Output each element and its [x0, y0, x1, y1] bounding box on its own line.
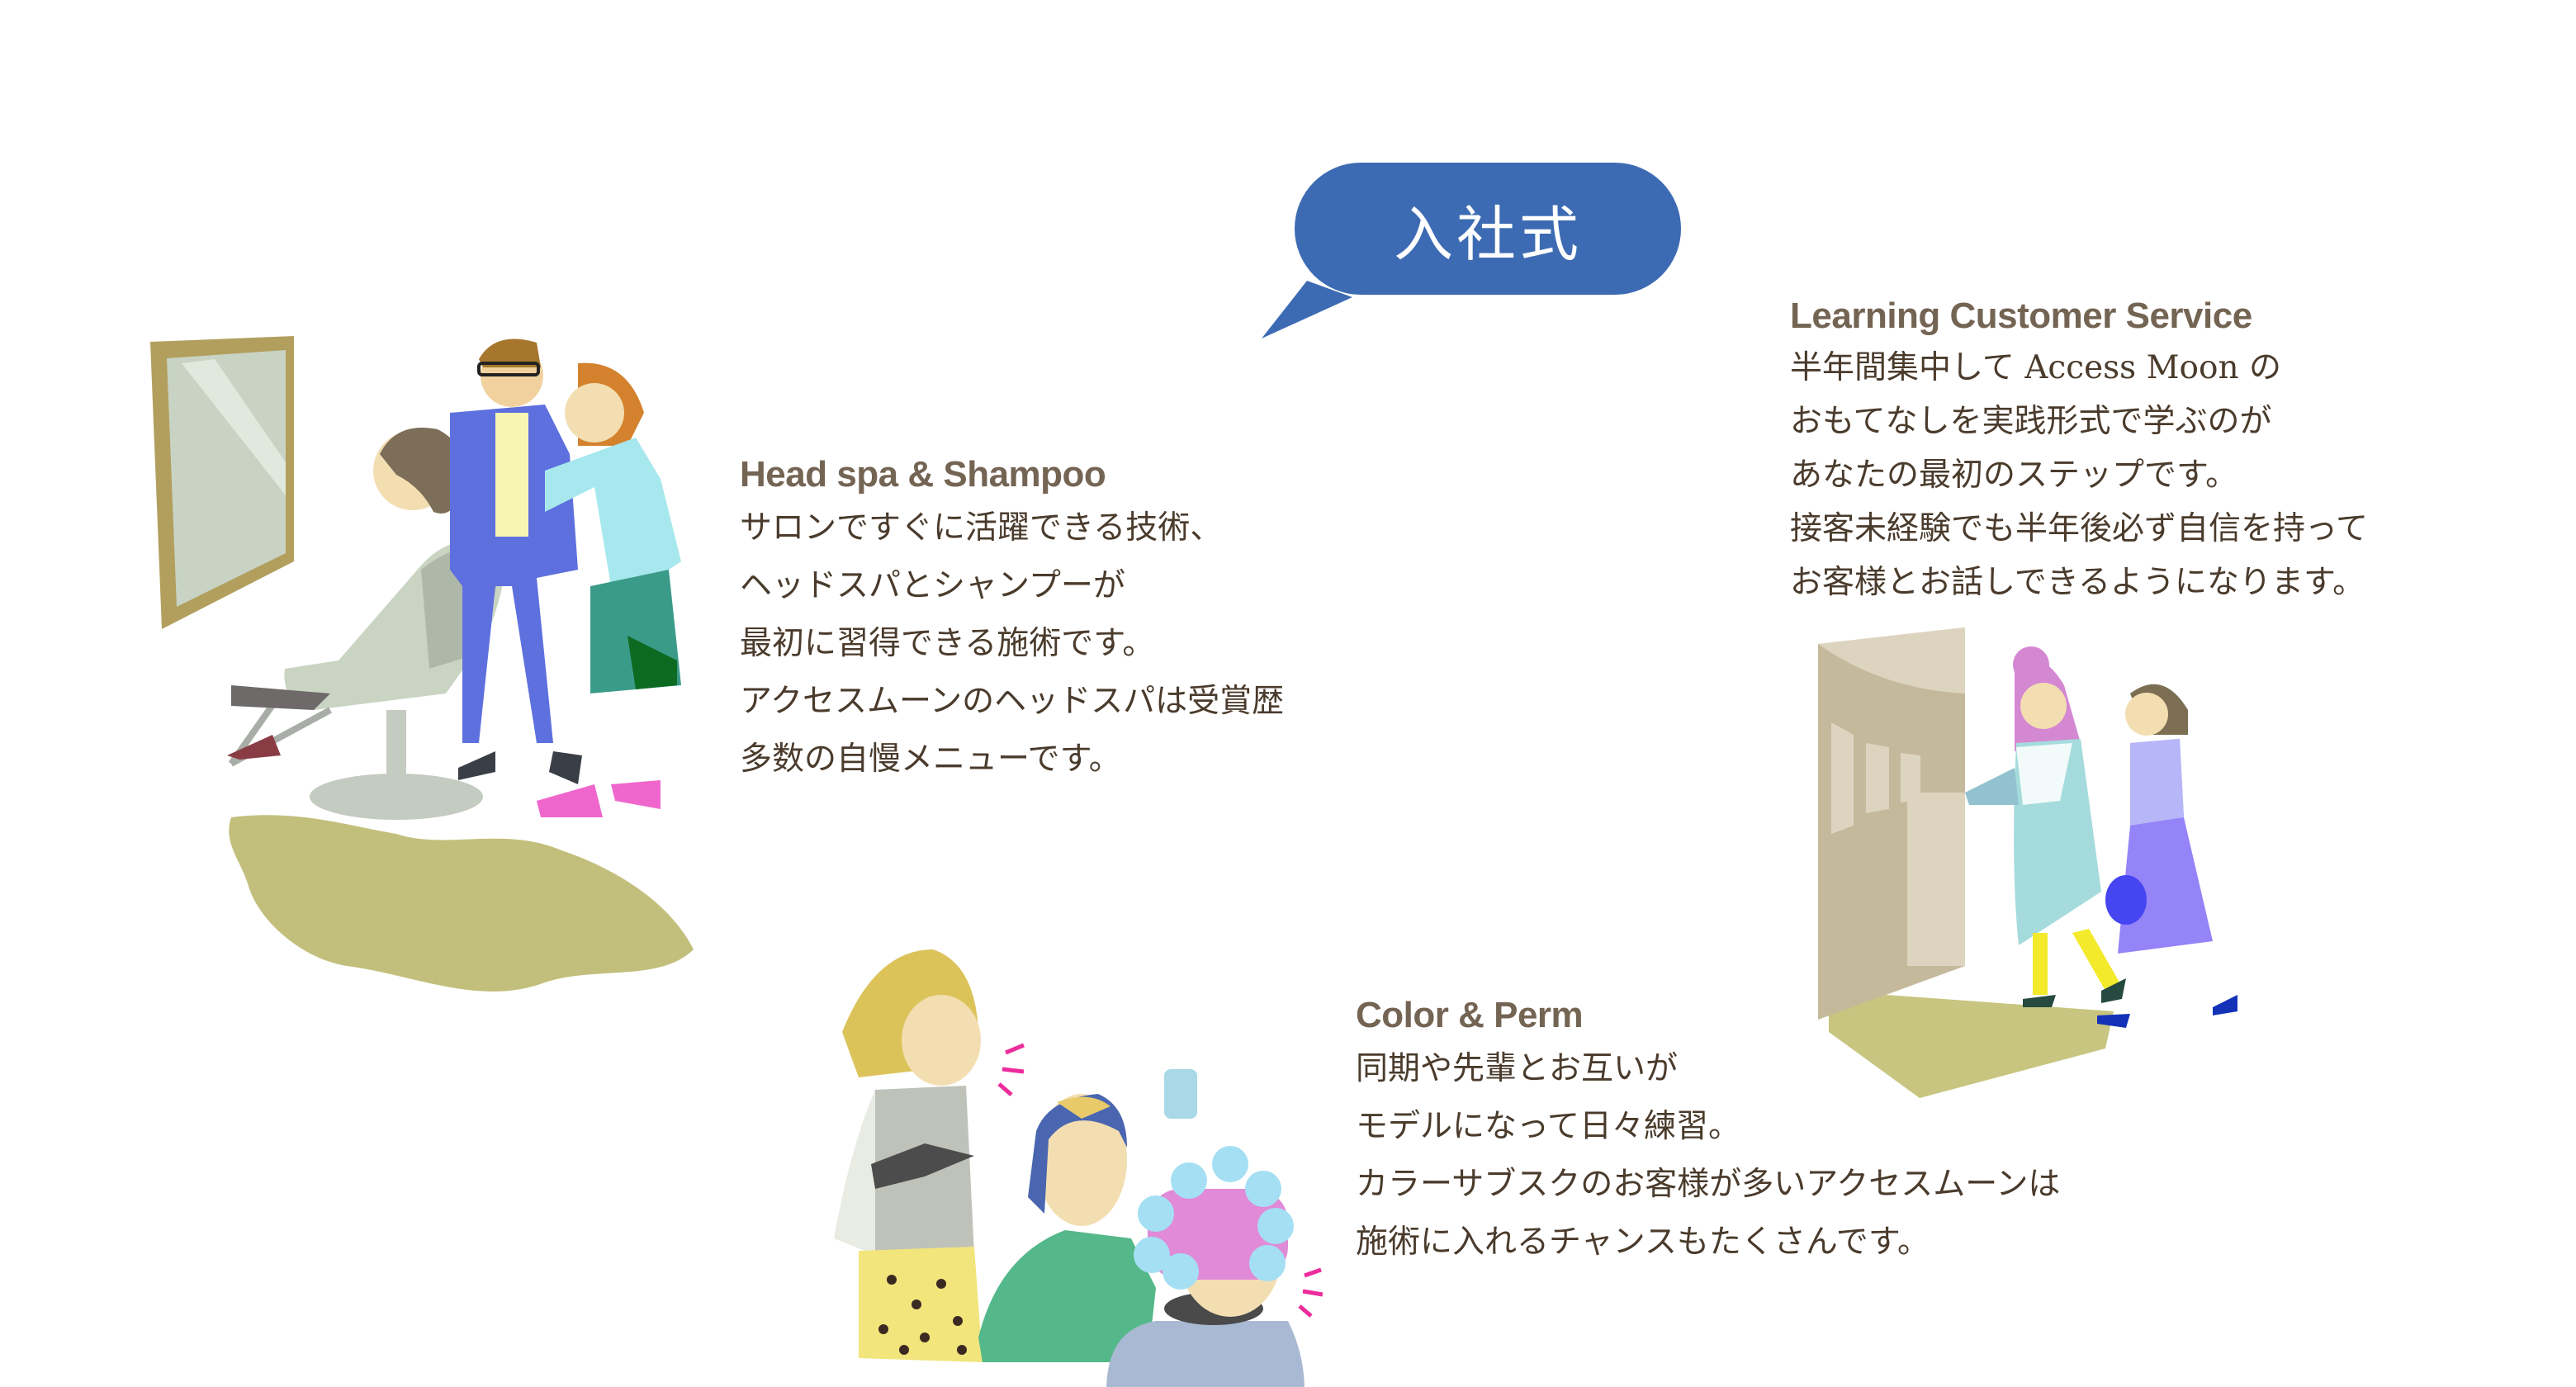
section-line: 施術に入れるチャンスもたくさんです。 — [1356, 1224, 1930, 1261]
section-line: ヘッドスパとシャンプーが — [740, 567, 1125, 604]
section-heading: Color & Perm — [1356, 995, 1584, 1035]
section-line: 半年間集中して Access Moon の — [1790, 349, 2281, 386]
section-heading: Learning Customer Service — [1790, 296, 2252, 336]
section-line: サロンですぐに活躍できる技術、 — [740, 509, 1223, 547]
section-line: カラーサブスクのお客様が多いアクセスムーンは — [1356, 1166, 2061, 1203]
section-line: 最初に習得できる施術です。 — [740, 625, 1155, 662]
section-line: 多数の自慢メニューです。 — [740, 741, 1121, 778]
section-color-perm: Color & Perm 同期や先輩とお互いが モデルになって日々練習。 カラー… — [1356, 991, 2060, 1271]
section-heading: Head spa & Shampoo — [740, 454, 1106, 495]
section-customer-service: Learning Customer Service 半年間集中して Access… — [1790, 291, 2368, 609]
section-line: アクセスムーンのヘッドスパは受賞歴 — [740, 683, 1285, 720]
section-line: あなたの最初のステップです。 — [1790, 457, 2238, 494]
head-spa-illustration — [150, 336, 694, 992]
section-head-spa: Head spa & Shampoo サロンですぐに活躍できる技術、 ヘッドスパ… — [740, 450, 1284, 788]
customer-service-illustration — [1818, 627, 2237, 1098]
speech-bubble-tail — [1262, 281, 1352, 338]
color-perm-illustration — [834, 949, 1324, 1387]
section-line: モデルになって日々練習。 — [1356, 1108, 1741, 1145]
section-line: 接客未経験でも半年後必ず自信を持って — [1790, 510, 2369, 547]
section-line: 同期や先輩とお互いが — [1356, 1050, 1679, 1087]
section-line: おもてなしを実践形式で学ぶのが — [1790, 403, 2272, 440]
callout-label: 入社式 — [1393, 199, 1582, 269]
section-line: お客様とお話しできるようになります。 — [1790, 564, 2365, 601]
speech-bubble-entrance-ceremony: 入社式 — [1295, 163, 1681, 295]
